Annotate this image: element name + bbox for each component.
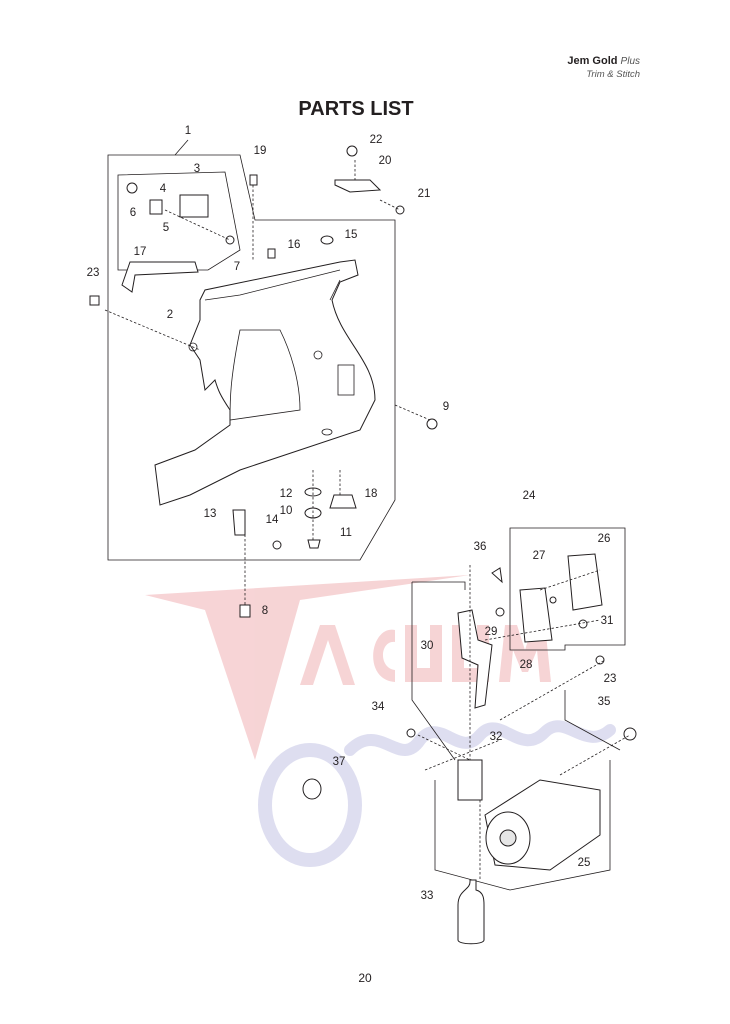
- model-suffix: Plus: [620, 56, 640, 67]
- callout-5: 5: [163, 222, 169, 234]
- model-label: Jem Gold: [567, 55, 618, 67]
- callout-28: 28: [520, 659, 533, 671]
- motor-assembly-parts: [302, 553, 637, 945]
- callout-8: 8: [262, 605, 268, 617]
- callout-34: 34: [372, 701, 385, 713]
- model-subtitle: Trim & Stitch: [586, 69, 640, 80]
- group-brackets: [107, 139, 626, 891]
- callout-23: 23: [87, 267, 100, 279]
- callout-29: 29: [485, 626, 498, 638]
- callout-13: 13: [204, 508, 217, 520]
- model-name: Jem Gold Plus: [567, 55, 640, 68]
- callout-20: 20: [379, 155, 392, 167]
- callout-7: 7: [234, 261, 240, 273]
- callout-27: 27: [533, 550, 546, 562]
- callout-4: 4: [160, 183, 167, 195]
- document-header: Jem Gold Plus Trim & Stitch: [567, 55, 640, 81]
- page-number: 20: [358, 971, 372, 985]
- callout-30: 30: [421, 640, 434, 652]
- callout-32: 32: [490, 731, 503, 743]
- callout-2: 2: [167, 309, 173, 321]
- callout-12: 12: [280, 488, 293, 500]
- callout-21: 21: [418, 188, 431, 200]
- callout-26: 26: [598, 533, 611, 545]
- callout-10: 10: [280, 505, 293, 517]
- frame-part: [154, 259, 376, 506]
- callout-3: 3: [194, 163, 200, 175]
- page-title: PARTS LIST: [298, 98, 414, 120]
- callout-37: 37: [333, 756, 346, 768]
- callout-24: 24: [523, 490, 536, 502]
- callout-33: 33: [421, 890, 434, 902]
- callout-labels: 1 2 3 4 5 6 7 8 9 10 11 12 13 14 15 16 1…: [87, 125, 617, 902]
- callout-23b: 23: [604, 673, 617, 685]
- callout-22: 22: [370, 134, 383, 146]
- callout-11: 11: [340, 527, 352, 539]
- callout-1: 1: [185, 125, 191, 137]
- callout-31: 31: [601, 615, 614, 627]
- callout-6: 6: [130, 207, 136, 219]
- small-parts: [89, 145, 438, 618]
- watermark-logo: [145, 575, 616, 867]
- callout-17: 17: [134, 246, 147, 258]
- callout-19: 19: [254, 145, 267, 157]
- callout-35: 35: [598, 696, 611, 708]
- callout-16: 16: [288, 239, 301, 251]
- callout-36: 36: [474, 541, 487, 553]
- assembly-dashed-lines: [104, 160, 631, 880]
- callout-9: 9: [443, 401, 449, 413]
- callout-14: 14: [266, 514, 279, 526]
- callout-25: 25: [578, 857, 591, 869]
- callout-15: 15: [345, 229, 358, 241]
- callout-18: 18: [365, 488, 378, 500]
